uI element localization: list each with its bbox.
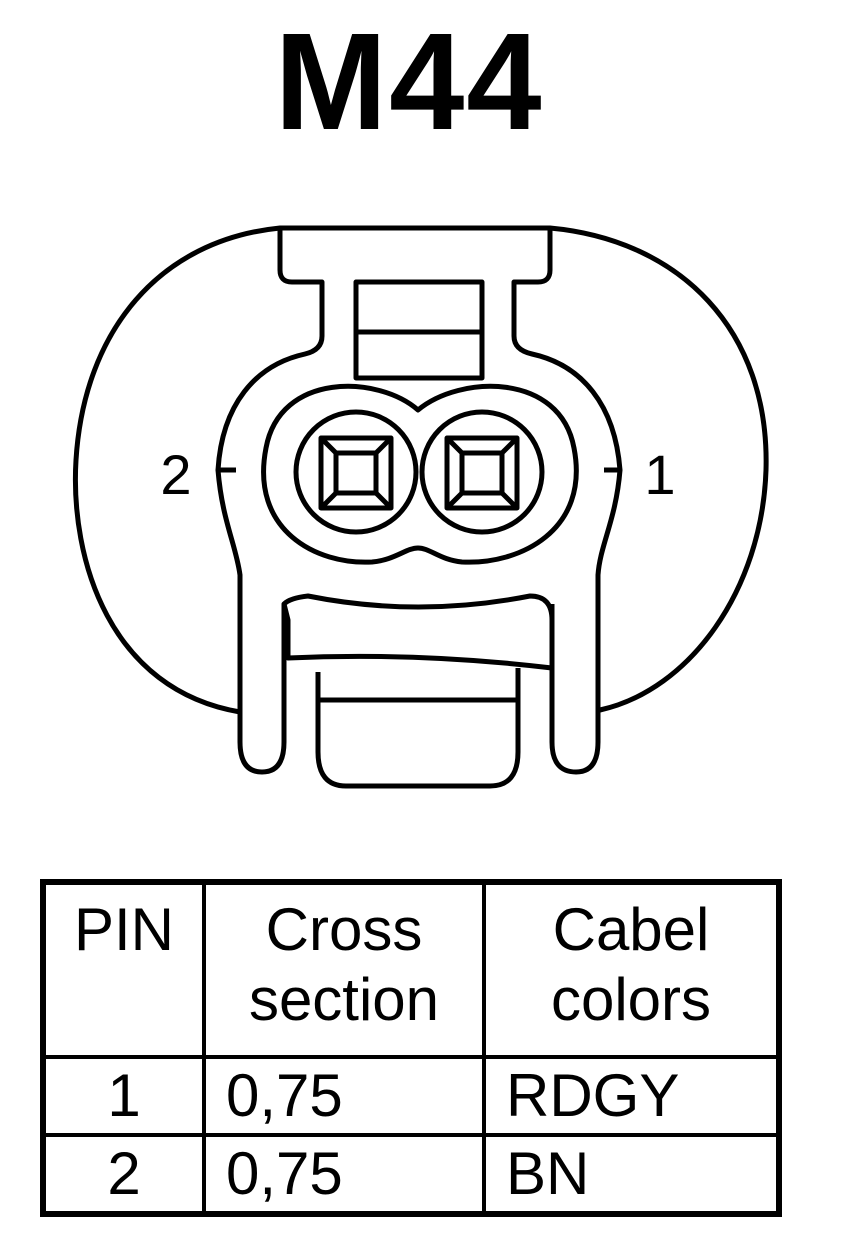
header-cross-line2: section: [248, 966, 440, 1033]
latch-tab: [215, 228, 325, 473]
pin-label-2: 2: [160, 443, 191, 506]
header-cable-colors: Cabel colors: [482, 880, 781, 1059]
pin-2-socket: [293, 409, 419, 535]
table-row: 1 0,75 RDGY: [41, 1055, 781, 1137]
header-cross-section: Cross section: [202, 880, 486, 1059]
header-colors-line2: colors: [550, 966, 712, 1033]
table-header-row: PIN Cross section Cabel colors: [41, 880, 781, 1059]
cell-cross-section: 0,75: [202, 1055, 486, 1137]
connector-face-diagram: 2 1: [72, 225, 769, 789]
cell-color: BN: [482, 1133, 781, 1216]
header-pin-text: PIN: [73, 896, 175, 963]
pin-1-socket: [419, 409, 545, 535]
key-slot: [281, 593, 555, 671]
connector-title: M44: [274, 5, 544, 159]
cell-cross-section: 0,75: [202, 1133, 486, 1216]
table-row: 2 0,75 BN: [41, 1133, 781, 1216]
header-colors-line1: Cabel: [552, 896, 710, 963]
cell-pin: 2: [41, 1133, 206, 1216]
header-cross-line1: Cross: [265, 896, 423, 963]
pin-cavity: [261, 383, 579, 565]
pin-label-1: 1: [644, 443, 675, 506]
pin-assignment-table: PIN Cross section Cabel colors 1 0,75 RD…: [40, 879, 782, 1217]
header-pin: PIN: [41, 880, 206, 1059]
cell-pin: 1: [41, 1055, 206, 1137]
cell-color: RDGY: [482, 1055, 781, 1137]
